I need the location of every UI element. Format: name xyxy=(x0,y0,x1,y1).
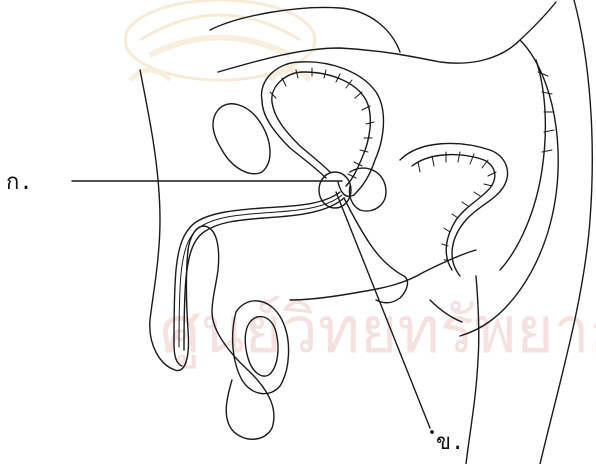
bladder-hatching xyxy=(270,68,374,178)
prostate-right xyxy=(349,168,386,211)
rectum-hatching xyxy=(418,152,496,260)
rectum-inner xyxy=(412,155,495,270)
pubic-bone xyxy=(213,104,270,174)
perineum-line xyxy=(344,198,407,303)
sacrum-inner xyxy=(500,60,545,270)
top-contour xyxy=(210,7,400,52)
perineum-lower xyxy=(290,250,476,300)
watermark-text: ศูนย์วิทยทรัพยากร xyxy=(160,294,596,369)
label-a: ก. xyxy=(6,172,33,194)
watermark-seal xyxy=(125,0,315,80)
sacrum-outer xyxy=(460,40,558,336)
label-b: ข. xyxy=(436,432,464,454)
leader-b-dot xyxy=(431,431,433,433)
